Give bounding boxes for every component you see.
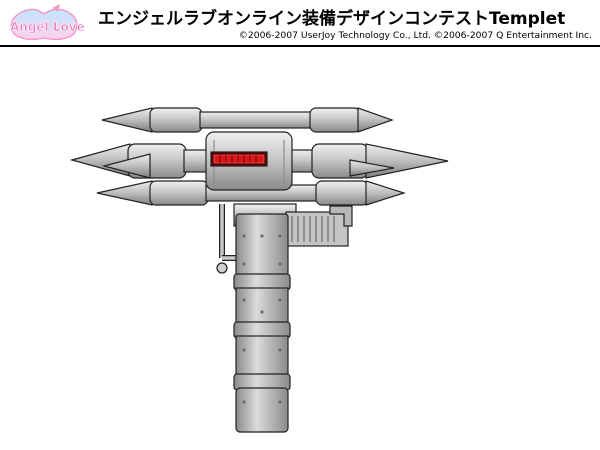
- right-spike-cluster: [287, 143, 449, 179]
- trigger-pipe: [216, 204, 236, 274]
- page-title: エンジェルラブオンライン装備デザインコンテストTemplet: [98, 9, 566, 29]
- left-spike-cluster: [69, 143, 211, 179]
- copyright-text: ©2006-2007 UserJoy Technology Co., Ltd. …: [238, 30, 592, 41]
- header-divider: [0, 45, 600, 47]
- red-display-panel: [210, 151, 268, 167]
- weapon-artwork: [69, 107, 449, 433]
- top-rail: [101, 107, 394, 133]
- angel-love-logo: Angel Love: [10, 4, 84, 41]
- template-header: Angel Love エンジェルラブオンライン装備デザインコンテストTemple…: [0, 0, 600, 48]
- hammer-handle: [233, 213, 291, 433]
- svg-text:Angel Love: Angel Love: [10, 20, 84, 34]
- handle-rivets: [242, 234, 282, 404]
